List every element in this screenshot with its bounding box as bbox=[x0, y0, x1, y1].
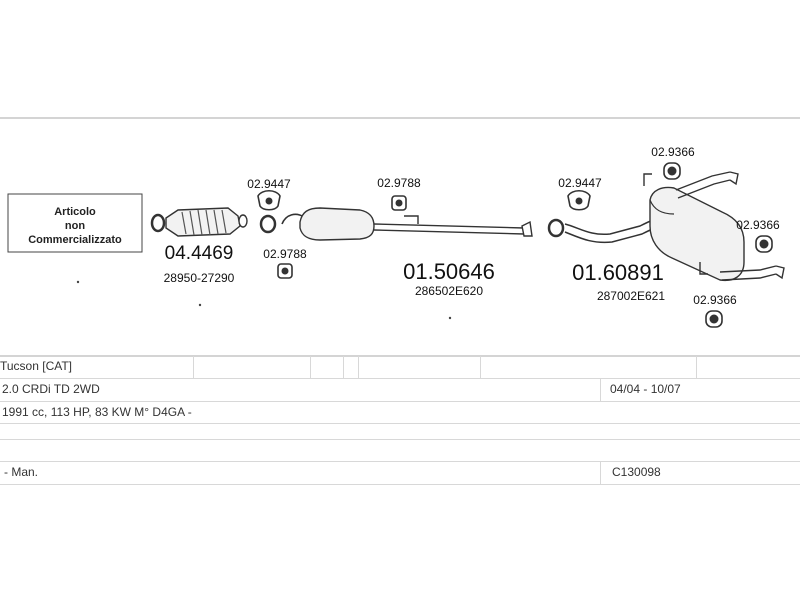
top-frame-line bbox=[0, 117, 800, 119]
part-oem-3: 287002E621 bbox=[597, 289, 665, 303]
col-divider bbox=[600, 462, 601, 484]
catalyst-ribs bbox=[181, 209, 227, 236]
col-divider bbox=[480, 356, 481, 378]
fitting-label-5: 02.9366 bbox=[651, 145, 695, 159]
catalytic-converter-drawing bbox=[150, 207, 248, 237]
fitting-label-3: 02.9788 bbox=[377, 176, 421, 190]
vehicle-spec: 1991 cc, 113 HP, 83 KW M° D4GA - bbox=[2, 405, 192, 419]
table-bottom-line bbox=[0, 484, 800, 485]
col-divider bbox=[343, 356, 344, 378]
tail-pipe-lower bbox=[719, 265, 777, 281]
row-divider bbox=[0, 423, 800, 424]
rear-hanger-1 bbox=[643, 173, 652, 186]
col-divider bbox=[310, 356, 311, 378]
clamp-icon bbox=[257, 189, 281, 211]
exhaust-diagram: Articolo non Commercializzato 04.4469 28… bbox=[7, 145, 785, 328]
part-code-2: 01.50646 bbox=[403, 259, 495, 284]
not-sold-line2: non bbox=[65, 220, 85, 232]
gasket-ring-2 bbox=[259, 214, 277, 234]
silencer-body bbox=[299, 207, 375, 241]
rear-inlet-pipe-bottom bbox=[564, 227, 659, 244]
dot-marker bbox=[76, 280, 80, 284]
row-divider bbox=[0, 378, 800, 379]
dot-marker bbox=[448, 316, 452, 320]
clamp-icon bbox=[567, 189, 591, 211]
hanger-hook bbox=[404, 215, 419, 224]
gasket-ring-3 bbox=[547, 218, 565, 238]
rubber-hanger-icon bbox=[663, 162, 681, 180]
not-sold-line3: Commercializzato bbox=[28, 234, 122, 246]
vehicle-transmission: - Man. bbox=[4, 465, 39, 479]
fitting-label-4: 02.9447 bbox=[558, 176, 602, 190]
fitting-label-1: 02.9447 bbox=[247, 177, 291, 191]
catalyst-body bbox=[165, 207, 241, 237]
part-code-3: 01.60891 bbox=[572, 260, 664, 285]
vehicle-engine: 2.0 CRDi TD 2WD bbox=[2, 382, 100, 396]
col-divider bbox=[600, 379, 601, 401]
rear-hanger-2 bbox=[699, 262, 708, 275]
pipe-end bbox=[521, 220, 533, 237]
catalyst-flange bbox=[238, 214, 248, 228]
row-divider bbox=[0, 461, 800, 462]
tail-pipe-upper bbox=[675, 171, 731, 199]
middle-silencer-drawing bbox=[281, 207, 533, 241]
row-divider bbox=[0, 439, 800, 440]
dot-marker bbox=[198, 303, 202, 307]
rubber-hanger-icon bbox=[705, 310, 723, 328]
table-top-line bbox=[0, 355, 800, 357]
fitting-label-6: 02.9366 bbox=[736, 218, 780, 232]
col-divider bbox=[358, 356, 359, 378]
not-sold-line1: Articolo bbox=[54, 206, 96, 218]
fitting-label-7: 02.9366 bbox=[693, 293, 737, 307]
part-oem-2: 286502E620 bbox=[415, 284, 483, 298]
rear-silencer-body bbox=[649, 186, 745, 282]
vehicle-model: Tucson [CAT] bbox=[0, 359, 73, 373]
fitting-label-2: 02.9788 bbox=[263, 247, 307, 261]
col-divider bbox=[696, 356, 697, 378]
row-divider bbox=[0, 401, 800, 402]
not-sold-frame bbox=[7, 193, 143, 253]
col-divider bbox=[193, 356, 194, 378]
rubber-hanger-icon bbox=[755, 235, 773, 253]
not-sold-box: Articolo non Commercializzato bbox=[7, 193, 143, 253]
rear-inlet-pipe-top bbox=[564, 219, 657, 236]
rear-silencer-drawing bbox=[564, 171, 785, 282]
part-code-1: 04.4469 bbox=[165, 243, 234, 264]
tail-pipe bbox=[373, 223, 525, 235]
rubber-mount-icon bbox=[391, 195, 407, 211]
gasket-ring-1 bbox=[150, 213, 166, 233]
vehicle-period: 04/04 - 10/07 bbox=[610, 382, 681, 396]
vehicle-code: C130098 bbox=[612, 465, 661, 479]
rubber-mount-icon bbox=[277, 263, 293, 279]
part-oem-1: 28950-27290 bbox=[164, 271, 235, 285]
